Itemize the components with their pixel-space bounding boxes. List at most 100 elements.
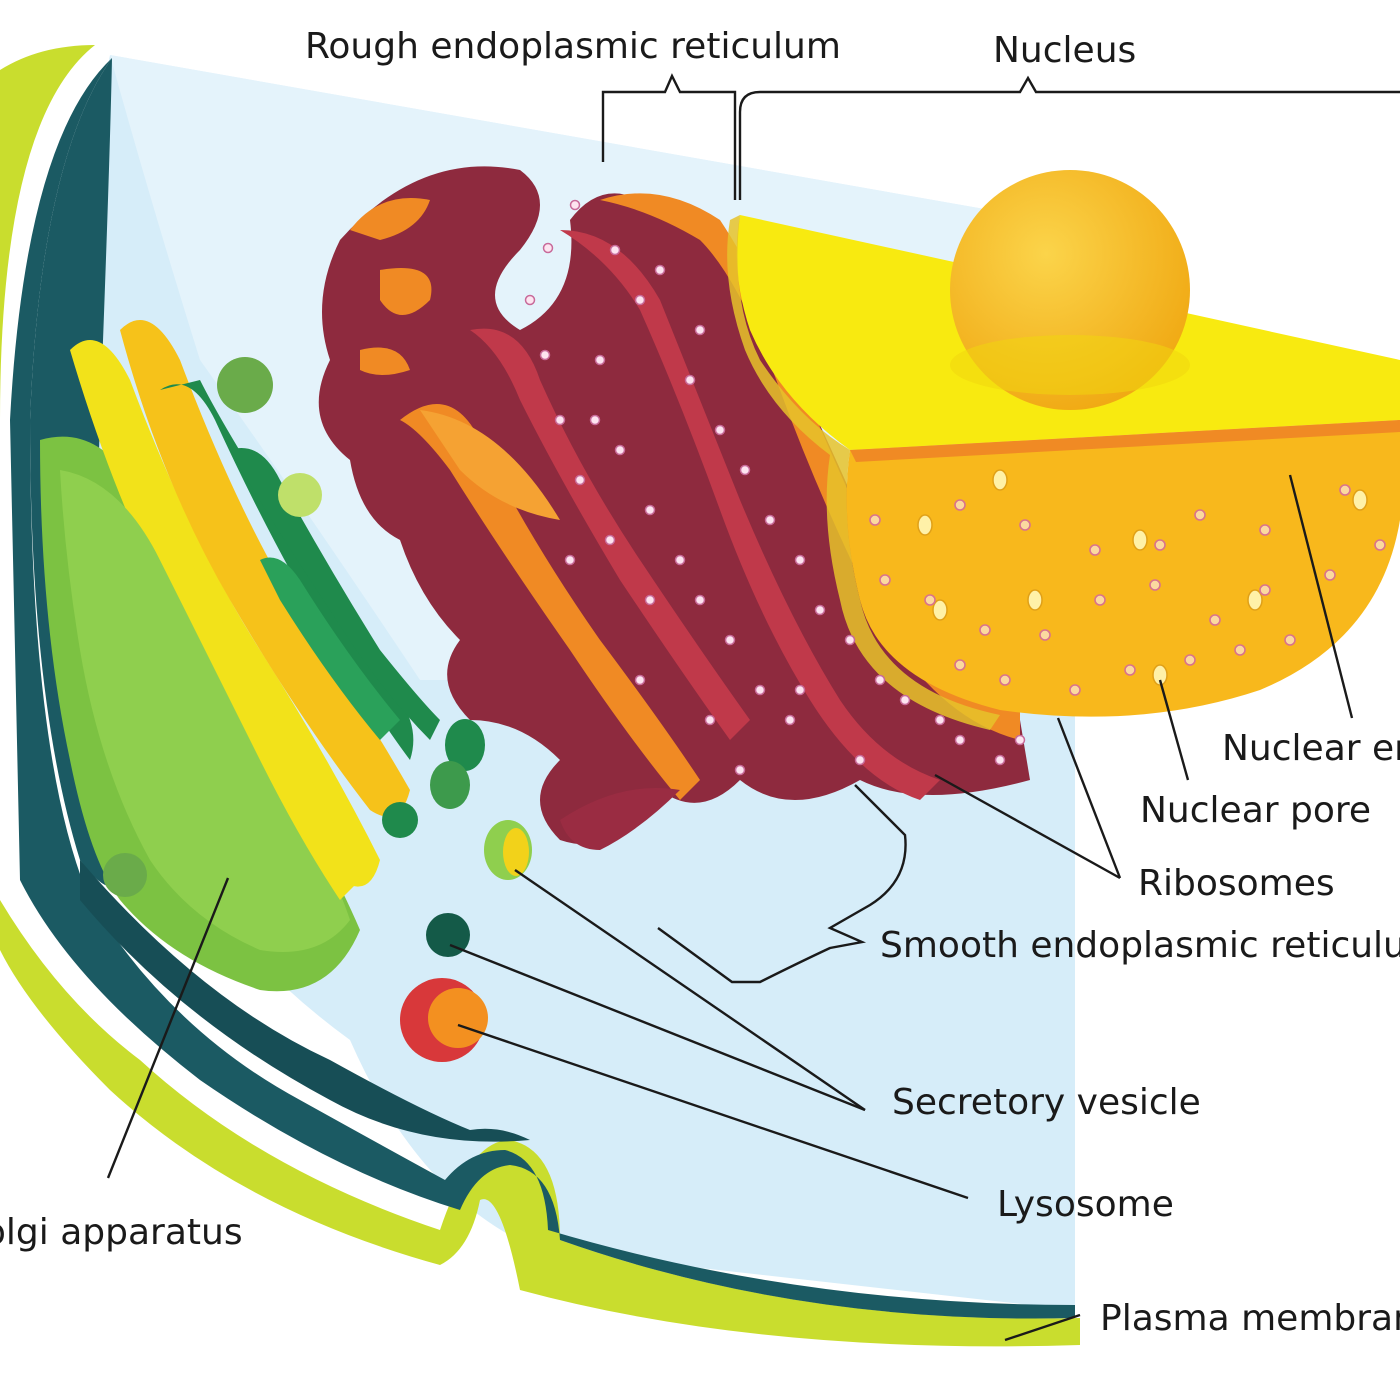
ribosome-dot: [794, 554, 806, 566]
nuclear-pore-dot: [1247, 589, 1263, 611]
endoplasmic-reticulum: [318, 166, 1030, 850]
label-nuclear-envelope: Nuclear envelope: [1222, 728, 1400, 769]
ribosome-dot: [784, 714, 796, 726]
ribosome-dot: [1194, 509, 1206, 521]
label-ribosomes: Ribosomes: [1138, 863, 1335, 904]
ribosome-dot: [684, 374, 696, 386]
label-smooth-er: Smooth endoplasmic reticulum: [880, 925, 1400, 966]
ribosome-dot: [734, 764, 746, 776]
ribosomes-leader-1: [1056, 717, 1122, 879]
ribosome-dot: [1069, 684, 1081, 696]
nuclear-envelope-side: [727, 215, 1000, 730]
ribosome-dot: [1154, 539, 1166, 551]
ribosome-dot: [524, 294, 536, 306]
ribosome-dot: [1374, 539, 1386, 551]
lysosome-leader: [457, 1023, 969, 1200]
transport-vesicle: [445, 719, 485, 771]
ribosome-dot: [704, 714, 716, 726]
secretory-vesicle-graphic: [484, 820, 532, 880]
ribosome-dot: [979, 624, 991, 636]
label-golgi: Golgi apparatus: [0, 1212, 243, 1253]
ribosome-dot: [1014, 734, 1026, 746]
golgi-vesicle: [278, 473, 322, 517]
secretory-vesicle-dark: [426, 913, 470, 957]
ribosome-dot: [589, 414, 601, 426]
ribosome-dot: [564, 554, 576, 566]
ribosome-dot: [724, 634, 736, 646]
ribosome-dot: [1259, 584, 1271, 596]
leader-lines: [106, 73, 1400, 1342]
ribosome-dot: [609, 244, 621, 256]
golgi-leader: [106, 877, 230, 1179]
ribosome-dot: [644, 594, 656, 606]
ribosome-dot: [634, 674, 646, 686]
ribosome-dot: [542, 242, 554, 254]
ribosome-dot: [754, 684, 766, 696]
secretory-vesicle-leader-1: [514, 869, 866, 1111]
ribosome-dot: [844, 634, 856, 646]
nuclear-pore-dot: [932, 599, 948, 621]
ribosome-dot: [539, 349, 551, 361]
rough-er-bracket: [601, 73, 737, 200]
nuclear-pore-dot: [1152, 664, 1168, 686]
cell-cortex-lower: [80, 860, 530, 1142]
lysosome-graphic: [400, 978, 488, 1062]
nuclear-envelope-leader: [1288, 474, 1354, 719]
ribosome-dot: [934, 714, 946, 726]
nuclear-pore-dot: [992, 469, 1008, 491]
ribosome-dot: [764, 514, 776, 526]
ribosome-dot: [814, 604, 826, 616]
ribosome-dot: [1094, 594, 1106, 606]
ribosome-dot: [1209, 614, 1221, 626]
ribosome-dot: [999, 674, 1011, 686]
ribosome-dot: [614, 444, 626, 456]
label-lysosome: Lysosome: [997, 1184, 1174, 1225]
label-plasma-membrane: Plasma membrane: [1100, 1298, 1400, 1339]
ribosome-dot: [654, 264, 666, 276]
ribosome-dot: [1089, 544, 1101, 556]
golgi-apparatus: [40, 320, 440, 992]
ribosome-dot: [954, 734, 966, 746]
ribosome-dot: [994, 754, 1006, 766]
ribosome-dot: [1124, 664, 1136, 676]
ribosome-dots: [524, 199, 1386, 776]
nuclear-pore-dot: [917, 514, 933, 536]
ribosome-dot: [1339, 484, 1351, 496]
plasma-membrane-leader: [1004, 1313, 1081, 1342]
ribosome-dot: [869, 514, 881, 526]
label-nucleus: Nucleus: [993, 30, 1136, 71]
nucleus-graphic: [727, 170, 1400, 730]
ribosome-dot: [604, 534, 616, 546]
ribosome-dot: [714, 424, 726, 436]
ribosome-dot: [954, 499, 966, 511]
ribosome-dot: [644, 504, 656, 516]
nucleolus-shadow: [950, 335, 1190, 395]
golgi-vesicle: [217, 357, 273, 413]
ribosome-dot: [854, 754, 866, 766]
ribosome-dot: [1184, 654, 1196, 666]
nuclear-envelope-rim: [850, 420, 1400, 462]
nucleus-bracket: [738, 75, 1400, 200]
ribosome-dot: [1259, 524, 1271, 536]
smooth-er-bracket: [657, 784, 907, 984]
label-secretory-vesicle: Secretory vesicle: [892, 1082, 1201, 1123]
ribosome-dot: [694, 324, 706, 336]
ribosome-dot: [1149, 579, 1161, 591]
nuclear-pore-dot: [1027, 589, 1043, 611]
ribosome-dot: [899, 694, 911, 706]
nucleoplasm: [846, 420, 1400, 717]
ribosome-dot: [954, 659, 966, 671]
ribosome-dot: [594, 354, 606, 366]
ribosome-dot: [694, 594, 706, 606]
secretory-vesicle-leader-2: [449, 943, 866, 1112]
nuclear-pores: [917, 469, 1368, 686]
golgi-vesicle: [382, 802, 418, 838]
ribosome-dot: [739, 464, 751, 476]
ribosome-dot: [674, 554, 686, 566]
label-rough-er: Rough endoplasmic reticulum: [305, 26, 841, 67]
ribosome-dot: [1324, 569, 1336, 581]
ribosome-dot: [1234, 644, 1246, 656]
transport-vesicle: [430, 761, 470, 809]
